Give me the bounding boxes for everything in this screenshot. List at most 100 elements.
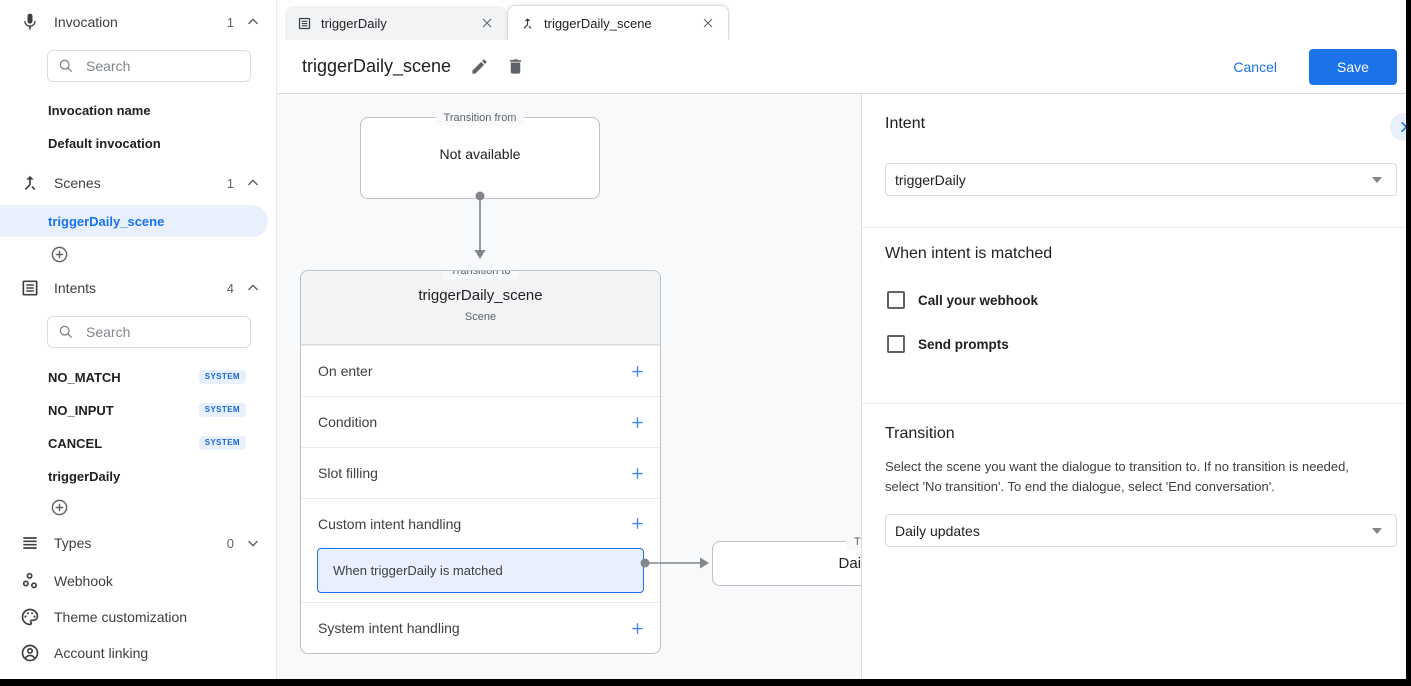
sidebar-item-webhook[interactable]: Webhook (20, 569, 276, 593)
close-icon[interactable] (700, 15, 716, 31)
transition-heading: Transition (885, 425, 955, 442)
sidebar-item-backend-services[interactable]: Backend services (20, 677, 276, 679)
intents-icon (20, 278, 40, 298)
sidebar-item-cancel[interactable]: CANCEL SYSTEM (48, 434, 246, 452)
scene-node-subtitle: Scene (464, 311, 497, 323)
account-circle-icon (20, 643, 40, 663)
transition-from-node: Transition from Not available (360, 110, 600, 199)
webhook-icon (20, 571, 40, 591)
add-intent-button[interactable] (50, 498, 69, 517)
section-label: Scenes (54, 175, 101, 191)
add-icon[interactable] (630, 466, 645, 481)
scene-content: Transition from Not available Transition… (277, 94, 1406, 679)
scene-canvas[interactable]: Transition from Not available Transition… (277, 94, 861, 679)
row-label: On enter (318, 363, 373, 379)
scene-node-header: triggerDaily_scene Scene (301, 271, 660, 345)
node-legend: Transition to (845, 534, 861, 550)
scene-node-title: triggerDaily_scene (418, 287, 543, 304)
section-count: 1 (226, 175, 234, 191)
checkbox-label: Send prompts (918, 336, 1009, 352)
edit-icon[interactable] (470, 57, 489, 76)
intent-heading: Intent (885, 115, 926, 132)
sidebar-item-default-invocation[interactable]: Default invocation (48, 136, 161, 151)
sidebar-section-scenes[interactable]: Scenes 1 (20, 171, 262, 195)
add-icon[interactable] (630, 516, 645, 531)
divider (862, 227, 1406, 228)
transition-target-node: Transition to Daily updates (712, 534, 861, 586)
scene-row-slot-filling[interactable]: Slot filling (301, 447, 660, 498)
sidebar-item-account-linking[interactable]: Account linking (20, 641, 276, 665)
intent-label: triggerDaily (48, 468, 121, 484)
intents-search (47, 316, 251, 348)
cancel-button[interactable]: Cancel (1233, 58, 1277, 75)
palette-icon (20, 607, 40, 627)
intents-search-input[interactable] (84, 323, 224, 341)
checkbox-label: Call your webhook (918, 292, 1039, 308)
sidebar-section-intents[interactable]: Intents 4 (20, 276, 262, 300)
tab-triggerdaily[interactable]: triggerDaily (285, 6, 507, 40)
add-icon[interactable] (630, 364, 645, 379)
webhook-checkbox-row[interactable]: Call your webhook (887, 291, 1038, 309)
sidebar-item-theme-customization[interactable]: Theme customization (20, 605, 276, 629)
scenes-icon (520, 16, 535, 31)
search-icon (59, 59, 72, 72)
invocation-search (47, 50, 251, 82)
sidebar-item-triggerdaily-scene[interactable]: triggerDaily_scene (0, 205, 268, 237)
add-icon[interactable] (630, 621, 645, 636)
page-title: triggerDaily_scene (302, 56, 452, 76)
checkbox-unchecked[interactable] (887, 291, 905, 309)
invocation-search-input[interactable] (84, 57, 224, 75)
sidebar-item-no-match[interactable]: NO_MATCH SYSTEM (48, 368, 246, 386)
types-icon (20, 533, 40, 553)
chevron-down-icon[interactable] (244, 534, 262, 552)
custom-intent-row-header[interactable]: Custom intent handling (301, 499, 660, 548)
scene-row-condition[interactable]: Condition (301, 396, 660, 447)
section-count: 1 (226, 14, 234, 30)
intent-detail-panel: Intent triggerDaily When intent is match… (861, 94, 1406, 679)
tab-bar: triggerDaily triggerDaily_scene (277, 0, 1406, 40)
scene-node: Transition to triggerDaily_scene Scene O… (300, 270, 661, 654)
chevron-up-icon[interactable] (244, 174, 262, 192)
add-circle-icon (51, 499, 68, 516)
node-legend: Transition to (442, 271, 519, 279)
row-label: Slot filling (318, 465, 378, 481)
section-count: 4 (226, 280, 234, 296)
dropdown-caret-icon (1372, 527, 1382, 534)
save-button[interactable]: Save (1309, 48, 1397, 85)
collapse-panel-button[interactable] (1390, 113, 1406, 141)
chevron-up-icon[interactable] (244, 13, 262, 31)
search-icon (59, 325, 72, 338)
tab-triggerdaily-scene[interactable]: triggerDaily_scene (507, 5, 729, 40)
add-scene-button[interactable] (50, 245, 69, 264)
sidebar-item-triggerdaily[interactable]: triggerDaily (48, 467, 246, 485)
scenes-icon (20, 173, 40, 193)
transition-target-value: Daily updates (838, 555, 861, 572)
scene-row-system-intent-handling[interactable]: System intent handling (301, 602, 660, 653)
transition-select-value: Daily updates (895, 522, 980, 539)
row-label: System intent handling (318, 620, 460, 636)
intent-label: CANCEL (48, 435, 103, 451)
row-label: Custom intent handling (318, 515, 462, 532)
sidebar-section-invocation[interactable]: Invocation 1 (20, 10, 262, 34)
scene-header: triggerDaily_scene Cancel Save (277, 40, 1406, 94)
close-icon[interactable] (479, 15, 495, 31)
checkbox-unchecked[interactable] (887, 335, 905, 353)
transition-from-value: Not available (439, 146, 521, 162)
sidebar-section-types[interactable]: Types 0 (20, 531, 262, 555)
send-prompts-checkbox-row[interactable]: Send prompts (887, 335, 1009, 353)
intent-select[interactable]: triggerDaily (885, 163, 1397, 196)
transition-select[interactable]: Daily updates (885, 514, 1397, 547)
row-label: Condition (318, 414, 378, 430)
delete-icon[interactable] (506, 57, 525, 76)
system-badge: SYSTEM (198, 436, 246, 450)
intent-label: NO_MATCH (48, 369, 121, 385)
scene-row-on-enter[interactable]: On enter (301, 345, 660, 396)
add-icon[interactable] (630, 415, 645, 430)
sidebar-item-invocation-name[interactable]: Invocation name (48, 103, 151, 118)
intents-icon (297, 16, 312, 31)
section-label: Invocation (54, 14, 118, 30)
chevron-up-icon[interactable] (244, 279, 262, 297)
intent-handler-selected[interactable]: When triggerDaily is matched (317, 548, 644, 593)
sidebar-item-no-input[interactable]: NO_INPUT SYSTEM (48, 401, 246, 419)
when-matched-heading: When intent is matched (885, 245, 1053, 262)
